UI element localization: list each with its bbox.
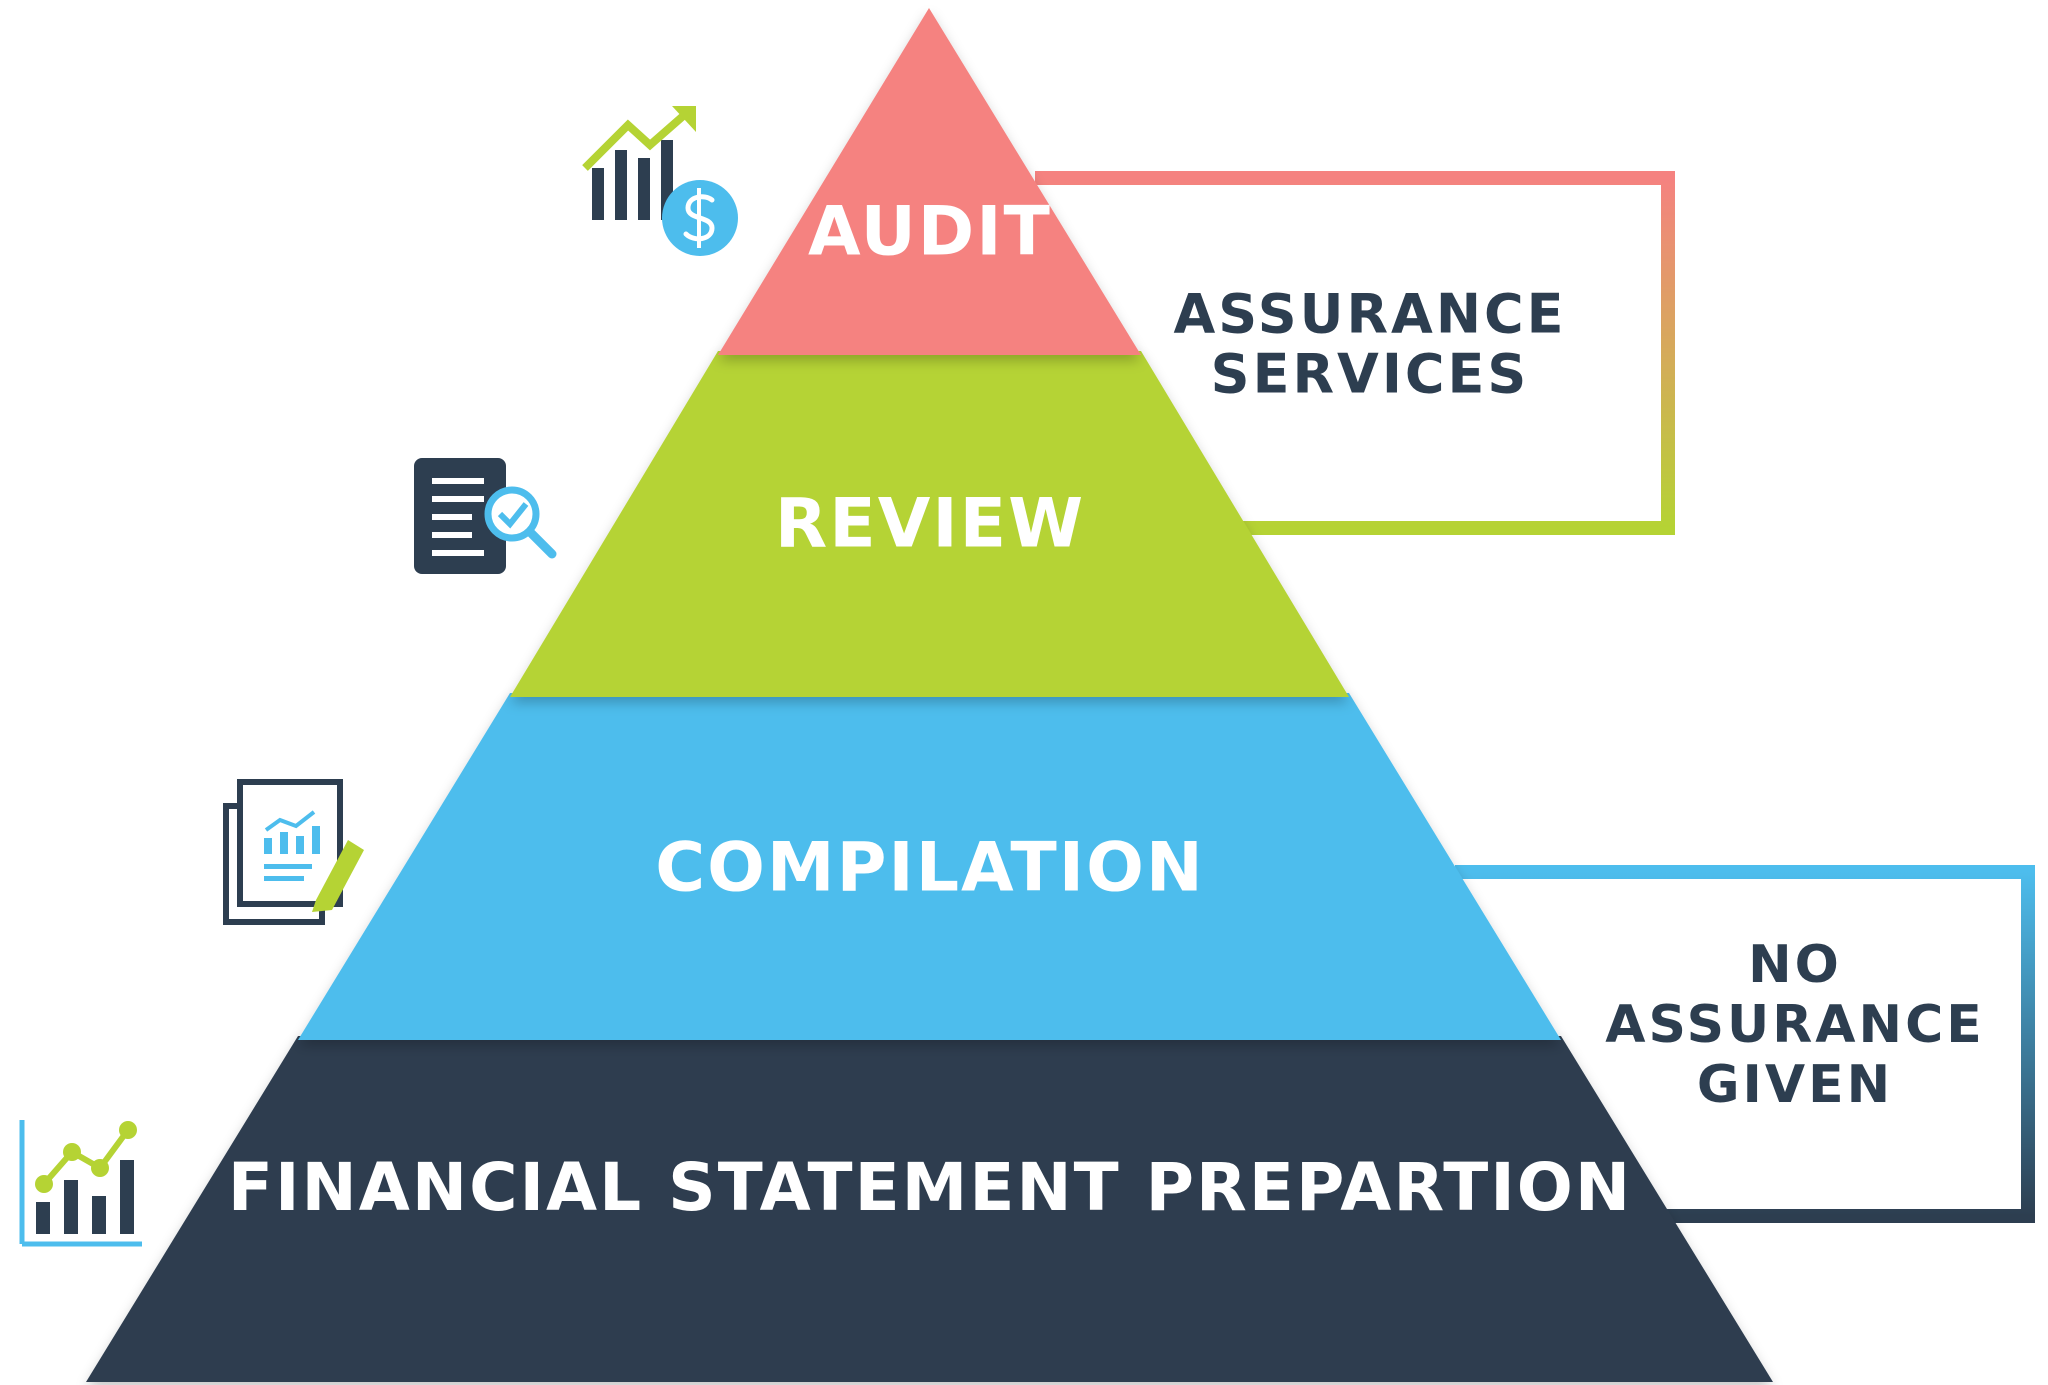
tier-preparation [86,1036,1773,1382]
tier-review-label: REVIEW [775,485,1085,564]
no-assurance-label-line3: GIVEN [1697,1055,1893,1115]
report-pencil-icon [223,779,364,925]
no-assurance-label-line1: NO [1748,935,1842,995]
bar-chart-dollar-icon [582,106,738,256]
tier-compilation-label: COMPILATION [655,829,1205,908]
assurance-bracket: ASSURANCE SERVICES [1035,171,1675,535]
line-bar-chart-icon [19,1120,142,1247]
document-magnifier-icon [414,458,557,574]
no-assurance-label-line2: ASSURANCE [1605,995,1985,1055]
assurance-label-line2: SERVICES [1211,343,1530,406]
no-assurance-bracket-line [1455,865,2035,1223]
tier-compilation [298,693,1561,1040]
no-assurance-bracket: NO ASSURANCE GIVEN [1455,865,2035,1223]
tier-audit [718,8,1141,355]
tier-audit-label: AUDIT [808,193,1052,272]
pyramid: AUDIT REVIEW COMPILATION FINANCIAL STATE… [86,8,1773,1382]
assurance-bracket-line [1035,171,1675,535]
tier-preparation-label: FINANCIAL STATEMENT PREPARTION [228,1149,1632,1226]
assurance-label-line1: ASSURANCE [1173,283,1566,346]
tier-review [510,351,1349,697]
